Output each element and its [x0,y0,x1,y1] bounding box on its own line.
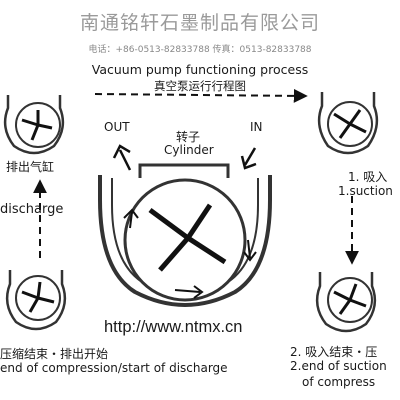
label-suction-zh: 1. 吸入 [348,170,388,184]
pump-stage-exhaust [3,95,65,155]
flow-arrow-top [94,88,308,103]
company-name: 南通铭轩石墨制品有限公司 [79,12,320,34]
label-end-suction-zh: 2. 吸入结束・压 [290,345,378,359]
label-rotor-en: Cylinder [164,143,214,157]
website-url[interactable]: http://www.ntmx.cn [104,318,243,336]
label-end-compression-zh: 压缩结束・排出开始 [0,347,109,361]
pump-stage-end-suction [315,272,377,333]
pump-stage-end-compression [5,270,67,331]
label-end-suction-en-2: of compress [302,375,376,389]
label-out: OUT [104,120,130,134]
label-suction-en: 1.suction [338,184,393,198]
label-rotor-zh: 转子 [176,130,201,144]
diagram-title-en: Vacuum pump functioning process [91,62,309,77]
label-end-suction-en-1: 2.end of suction [290,359,387,373]
label-exhaust-zh: 排出气缸 [6,160,55,174]
label-in: IN [250,120,263,134]
contact-info: 电话：+86-0513-82833788 传真：0513-82833788 [88,45,312,55]
label-end-compression-en: end of compression/start of discharge [0,361,228,375]
pump-main [98,144,272,307]
diagram-title-zh: 真空泵运行行程图 [154,79,246,93]
pump-stage-suction [317,92,379,155]
label-discharge: discharge [0,202,64,217]
